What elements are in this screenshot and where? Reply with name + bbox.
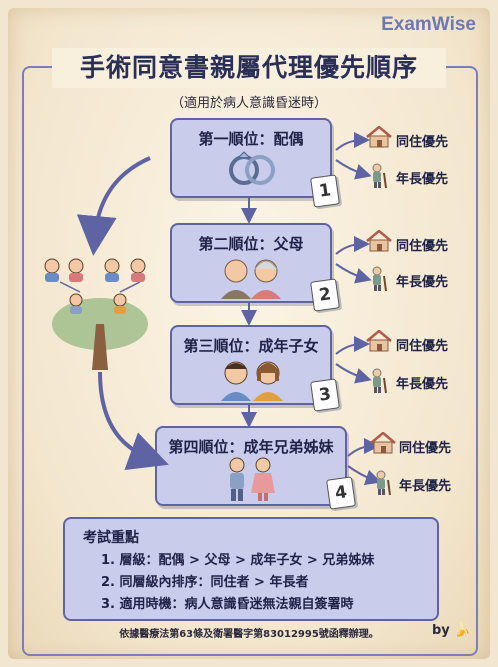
parents-icon [221,259,281,299]
level-2-pref-elder: 年長優先 [396,275,449,290]
siblings-icon [229,457,275,501]
page-subtitle: （適用於病人意識昏迷時） [170,96,327,111]
title-banner: 手術同意書親屬代理優先順序 [52,48,446,88]
house-icon [366,126,392,148]
level-3-label: 第三順位：成年子女 [183,337,319,355]
exam-heading: 考試重點 [83,530,139,546]
level-1-box: 第一順位：配偶 [170,118,332,198]
level-3-pref-cohabit: 同住優先 [396,339,449,354]
page-title: 手術同意書親屬代理優先順序 [79,53,418,82]
house-icon [366,230,392,252]
signature-text: by [432,623,450,638]
level-3-box: 第三順位：成年子女 [170,325,332,405]
level-1-label: 第一順位：配偶 [198,130,304,148]
legal-footnote: 依據醫療法第63條及衛署醫字第83012995號函釋辦理。 [119,629,379,640]
brand-logo: ExamWise [381,14,476,35]
house-icon [366,330,392,352]
elder-icon [372,163,387,189]
level-3-pref-elder: 年長優先 [396,377,449,392]
level-2-label: 第二順位：父母 [198,235,304,253]
exam-point: 3. 適用時機：病人意識昏迷無法親自簽署時 [101,597,354,612]
level-4-box: 第四順位：成年兄弟姊妹 [155,426,347,506]
rings-icon [229,151,275,185]
level-2-pref-cohabit: 同住優先 [396,239,449,254]
elder-icon [376,470,391,496]
elder-icon [372,266,387,292]
level-1-pref-elder: 年長優先 [396,172,449,187]
level-4-pref-elder: 年長優先 [399,479,452,494]
level-2-box: 第二順位：父母 [170,223,332,303]
level-4-pref-cohabit: 同住優先 [399,441,452,456]
house-icon [370,432,396,454]
exam-point: 1. 層級：配偶 > 父母 > 成年子女 > 兄弟姊妹 [101,553,375,568]
signature: by 🍌 [432,623,471,638]
adult-children-icon [221,361,283,401]
banana-icon: 🍌 [454,623,471,638]
level-4-label: 第四順位：成年兄弟姊妹 [168,438,334,456]
level-1-pref-cohabit: 同住優先 [396,135,449,150]
elder-icon [372,368,387,394]
exam-point: 2. 同層級內排序：同住者 > 年長者 [101,575,309,590]
exam-key-points-box: 考試重點 1. 層級：配偶 > 父母 > 成年子女 > 兄弟姊妹 2. 同層級內… [63,517,439,621]
family-tree-icon [44,258,148,370]
